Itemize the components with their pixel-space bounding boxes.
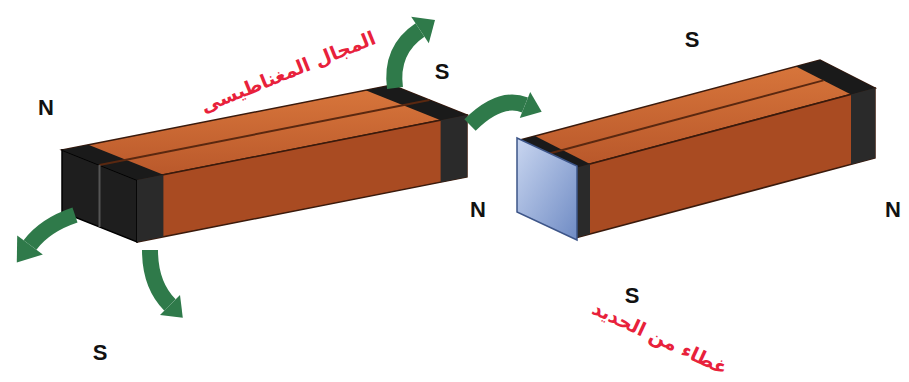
magnet-side-face <box>575 88 875 238</box>
field-arrowhead <box>17 235 43 262</box>
bar-magnet <box>62 85 467 242</box>
field-arrows <box>17 17 542 318</box>
bar-seam <box>548 80 824 154</box>
pole-band <box>441 115 467 182</box>
field-arrowhead <box>411 17 435 44</box>
pole-letter: S <box>93 341 108 365</box>
pole-letter: S <box>435 60 450 84</box>
field-arrowhead <box>520 92 542 118</box>
bar-seam <box>100 100 430 165</box>
iron-cover <box>517 138 577 240</box>
magnet-side-face <box>137 115 467 242</box>
field-arrow <box>30 215 75 245</box>
pole-letter: S <box>685 28 700 52</box>
field-arrow <box>394 30 420 88</box>
bar-seam <box>99 165 101 227</box>
pole-band <box>137 175 163 242</box>
pole-band <box>851 88 875 164</box>
pole-band <box>796 60 875 94</box>
field-arrowhead <box>160 295 183 318</box>
pole-letter: N <box>470 198 486 222</box>
pole-letter: N <box>38 96 54 120</box>
field-arrow <box>470 103 525 126</box>
pole-letter: N <box>885 198 901 222</box>
covered-magnet <box>517 60 875 240</box>
field-arrow <box>150 250 170 305</box>
pole-letter: S <box>625 284 640 308</box>
cover-caption: غطاء من الحديد <box>589 297 731 378</box>
